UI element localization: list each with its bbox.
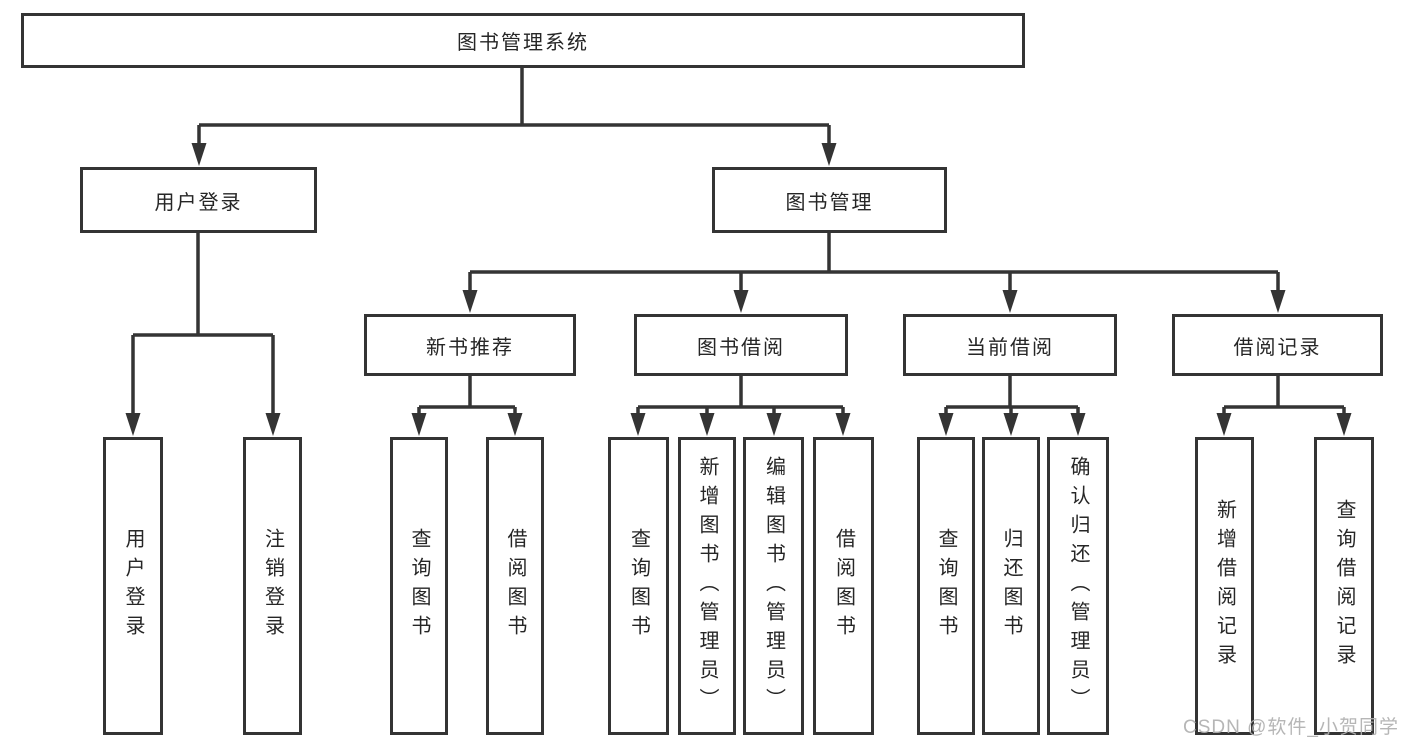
leaf-query-books-current-label: 查询图书 [935,528,957,644]
leaf-query-books-recommend: 查询图书 [390,437,448,735]
leaf-add-book-admin-label: 新增图书（管理员） [696,455,718,717]
leaf-confirm-return-admin-label: 确认归还（管理员） [1067,455,1089,717]
leaf-query-books-recommend-label: 查询图书 [408,528,430,644]
node-user-login: 用户登录 [80,167,317,233]
node-current-borrow: 当前借阅 [903,314,1117,376]
leaf-add-book-admin: 新增图书（管理员） [678,437,736,735]
leaf-return-book-label: 归还图书 [1000,528,1022,644]
node-book-borrow: 图书借阅 [634,314,848,376]
leaf-edit-book-admin-label: 编辑图书（管理员） [762,455,785,717]
leaf-confirm-return-admin: 确认归还（管理员） [1047,437,1109,735]
node-book-borrow-label: 图书借阅 [697,336,785,359]
node-current-borrow-label: 当前借阅 [966,336,1054,359]
node-borrow-records-label: 借阅记录 [1233,336,1322,359]
leaf-add-borrow-record-label: 新增借阅记录 [1213,499,1236,673]
leaf-query-books-borrow: 查询图书 [608,437,669,735]
leaf-borrow-books-label: 借阅图书 [832,528,855,644]
leaf-query-books-borrow-label: 查询图书 [627,528,650,644]
leaf-user-login-label: 用户登录 [122,528,144,644]
node-book-management: 图书管理 [712,167,947,233]
leaf-logout: 注销登录 [243,437,302,735]
node-root-label: 图书管理系统 [457,32,589,54]
node-new-book-recommend-label: 新书推荐 [426,336,514,359]
leaf-user-login: 用户登录 [103,437,163,735]
leaf-borrow-books-recommend: 借阅图书 [486,437,544,735]
node-root: 图书管理系统 [21,13,1025,68]
leaf-borrow-books-recommend-label: 借阅图书 [504,528,526,644]
leaf-query-borrow-record-label: 查询借阅记录 [1333,499,1355,673]
leaf-edit-book-admin: 编辑图书（管理员） [743,437,804,735]
leaf-query-books-current: 查询图书 [917,437,975,735]
node-user-login-label: 用户登录 [154,191,243,214]
leaf-logout-label: 注销登录 [261,528,284,644]
node-new-book-recommend: 新书推荐 [364,314,576,376]
node-borrow-records: 借阅记录 [1172,314,1383,376]
leaf-borrow-books: 借阅图书 [813,437,874,735]
leaf-query-borrow-record: 查询借阅记录 [1314,437,1374,735]
leaf-add-borrow-record: 新增借阅记录 [1195,437,1254,735]
csdn-watermark: CSDN @软件_小贺同学 [1183,717,1399,738]
node-book-management-label: 图书管理 [785,191,874,214]
connector-stems [131,68,1346,416]
leaf-return-book: 归还图书 [982,437,1040,735]
